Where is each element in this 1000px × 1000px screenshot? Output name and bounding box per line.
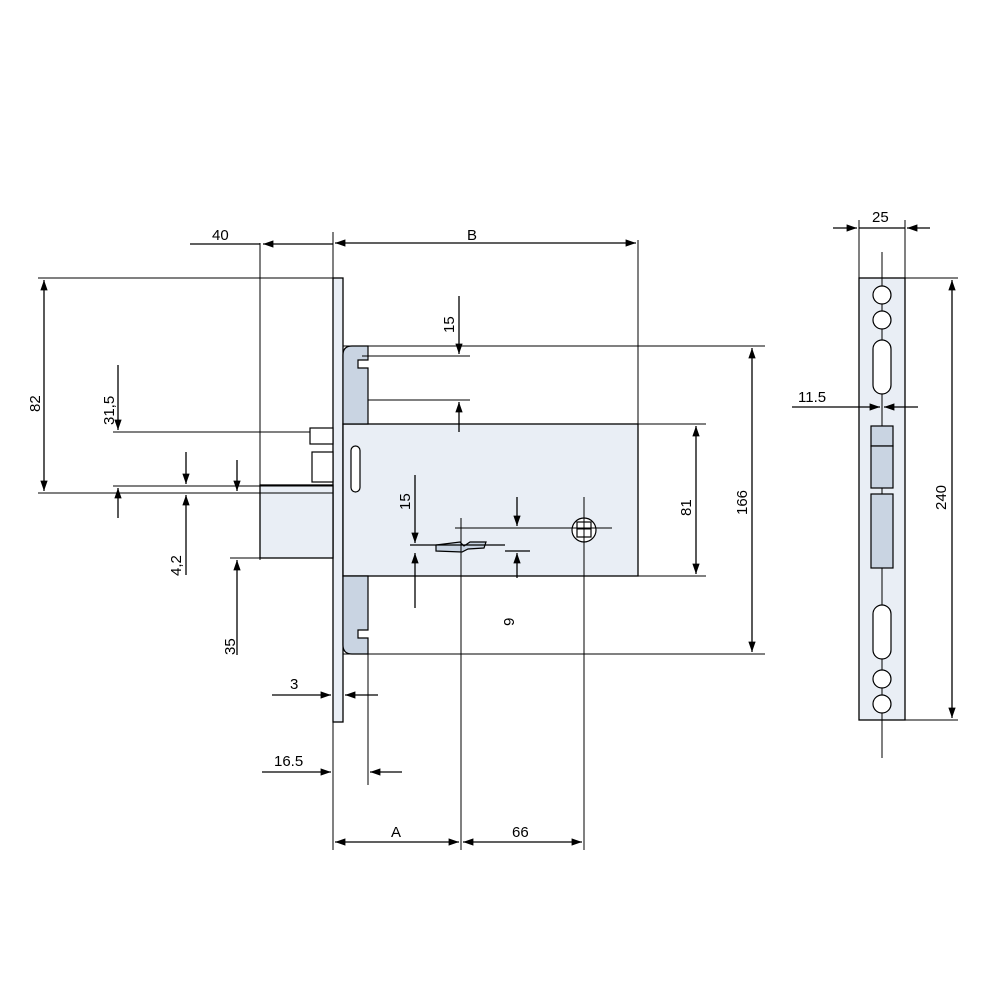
latch-window <box>870 425 894 447</box>
dim-15-mid: 15 <box>397 493 414 510</box>
bottom-bolt <box>342 575 369 655</box>
screw-hole-4 <box>872 694 892 714</box>
screw-hole-2 <box>872 310 892 330</box>
case-slot <box>350 445 361 493</box>
dim-16-5: 16.5 <box>274 753 303 770</box>
faceplate <box>332 277 344 723</box>
dim-40: 40 <box>212 227 229 244</box>
bolt-window <box>870 493 894 569</box>
latch-tab <box>309 427 334 445</box>
dim-66: 66 <box>512 824 529 841</box>
latch-body <box>870 445 894 489</box>
slot-bottom <box>872 604 892 660</box>
dim-11-5: 11.5 <box>798 389 826 406</box>
dim-25: 25 <box>872 209 889 226</box>
screw-hole-3 <box>872 669 892 689</box>
lock-front-view <box>259 277 639 723</box>
dim-A: A <box>391 824 401 841</box>
dim-3: 3 <box>290 676 298 693</box>
slot-top <box>872 339 892 395</box>
dimensions: 40 B 82 31,5 4,2 35 15 15 9 <box>27 227 756 846</box>
lock-case <box>342 423 639 577</box>
latch-block <box>311 451 334 483</box>
dim-B: B <box>467 227 477 244</box>
dim-166: 166 <box>734 490 751 515</box>
dim-35: 35 <box>222 638 239 655</box>
top-bolt <box>342 345 369 425</box>
dim-31-5: 31,5 <box>101 396 118 425</box>
dim-4-2: 4,2 <box>168 555 185 576</box>
dim-9: 9 <box>501 618 518 626</box>
dim-81: 81 <box>678 499 695 516</box>
backset-extension <box>259 484 334 559</box>
screw-hole-1 <box>872 285 892 305</box>
dim-82: 82 <box>27 395 44 412</box>
extension-lines <box>38 232 765 850</box>
dim-240: 240 <box>933 485 950 510</box>
faceplate-side-view: 25 11.5 240 <box>792 209 958 758</box>
dim-15-top: 15 <box>441 316 458 333</box>
